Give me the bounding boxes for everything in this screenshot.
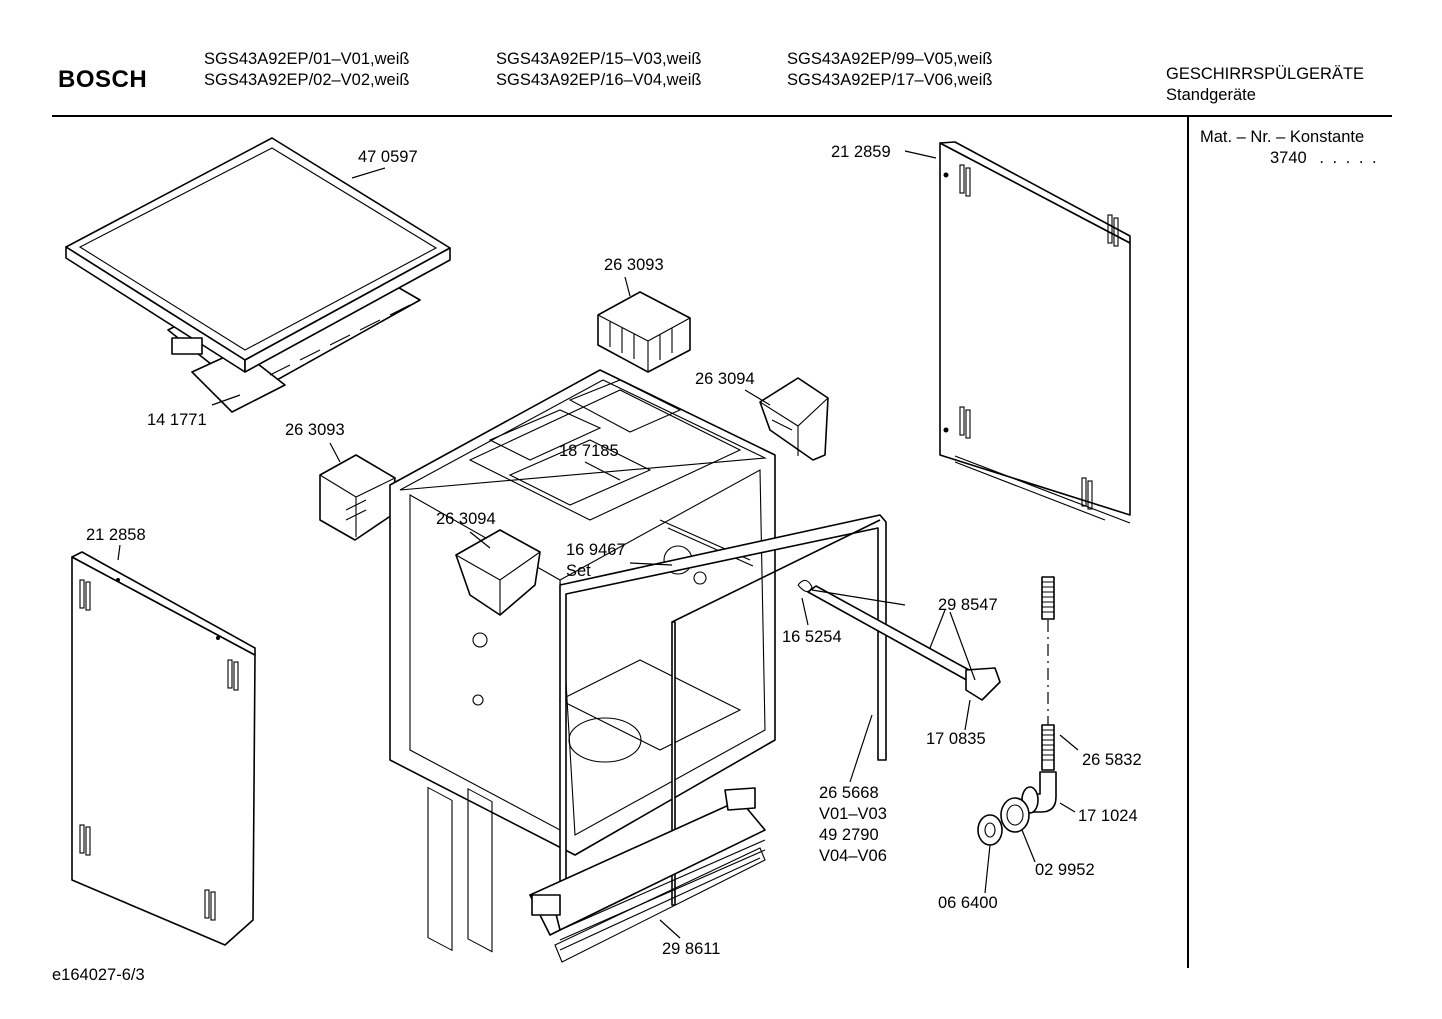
spray-arm-part [797, 579, 1001, 701]
label-bracket-right: 26 3094 [695, 370, 755, 388]
material-constant-label: Mat. – Nr. – Konstante [1200, 128, 1365, 146]
model-entry: SGS43A92EP/16–V04,weiß [496, 71, 702, 89]
label-spray-arm: 29 8547 [938, 596, 998, 614]
label-hose: 26 5832 [1082, 751, 1142, 769]
category-block: GESCHIRRSPÜLGERÄTE Standgeräte [1166, 64, 1364, 106]
model-entry: SGS43A92EP/15–V03,weiß [496, 50, 702, 68]
model-entry: SGS43A92EP/99–V05,weiß [787, 50, 993, 68]
side-panel-left-part [71, 551, 256, 946]
category-subtitle: Standgeräte [1166, 86, 1256, 104]
sidebar-divider [1187, 116, 1189, 968]
plinth-part [529, 787, 766, 963]
model-entry: SGS43A92EP/02–V02,weiß [204, 71, 410, 89]
label-washer: 06 6400 [938, 894, 998, 912]
worktop-part [65, 137, 451, 413]
material-constant-dots: . . . . . [1319, 149, 1379, 167]
nut-part [1000, 797, 1030, 833]
label-seal-alt: 49 2790 [819, 826, 879, 844]
header-divider [52, 115, 1392, 117]
label-spray-arm-end: 17 0835 [926, 730, 986, 748]
drawing-code: e164027-6/3 [52, 966, 145, 984]
label-side-panel-left: 21 2858 [86, 526, 146, 544]
model-list-3: SGS43A92EP/99–V05,weiß SGS43A92EP/17–V06… [787, 49, 992, 91]
part-labels: 47 0597 14 1771 21 2859 26 3093 26 3094 … [86, 143, 1142, 958]
brand-logo: BOSCH [58, 66, 148, 93]
label-bracket-inner: 26 3094 [436, 510, 496, 528]
label-plinth: 29 8611 [662, 940, 720, 958]
label-nut: 02 9952 [1035, 861, 1095, 879]
leader-lines [117, 150, 1079, 939]
bracket-top-part [597, 291, 691, 373]
hose-part [1041, 576, 1055, 771]
model-entry: SGS43A92EP/01–V01,weiß [204, 50, 410, 68]
model-entry: SGS43A92EP/17–V06,weiß [787, 71, 993, 89]
label-set-part: 16 9467 [566, 541, 626, 559]
model-list-2: SGS43A92EP/15–V03,weiß SGS43A92EP/16–V04… [496, 49, 701, 91]
category-title: GESCHIRRSPÜLGERÄTE [1166, 65, 1365, 83]
label-bracket-left: 26 3093 [285, 421, 345, 439]
material-constant-value: 3740 [1270, 149, 1307, 167]
label-set: Set [566, 562, 591, 580]
bracket-left-part [319, 454, 396, 541]
bracket-inner-part [455, 529, 541, 616]
label-tub-part: 18 7185 [559, 442, 619, 460]
washer-part [977, 814, 1003, 846]
material-constant-block: Mat. – Nr. – Konstante 3740 . . . . . [1200, 127, 1379, 169]
label-worktop: 47 0597 [358, 148, 418, 166]
label-bracket-top: 26 3093 [604, 256, 664, 274]
label-seal: 26 5668 [819, 784, 879, 802]
side-panel-right-part [939, 141, 1131, 524]
label-elbow: 17 1024 [1078, 807, 1138, 825]
label-worktop-clip: 14 1771 [147, 411, 207, 429]
material-constant-row: 3740 . . . . . [1200, 148, 1379, 169]
label-seal-variant2: V04–V06 [819, 847, 887, 865]
model-list-1: SGS43A92EP/01–V01,weiß SGS43A92EP/02–V02… [204, 49, 409, 91]
tub-part [389, 369, 776, 953]
label-spray-arm-clip: 16 5254 [782, 628, 842, 646]
bracket-right-part [759, 377, 829, 461]
label-side-panel-right: 21 2859 [831, 143, 891, 161]
label-seal-variant1: V01–V03 [819, 805, 887, 823]
